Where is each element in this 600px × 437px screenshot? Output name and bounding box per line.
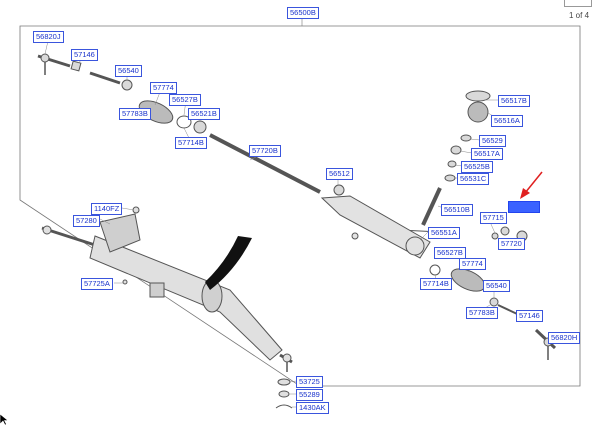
callout-56820H[interactable]: 56820H [548,332,581,344]
callout-57146-right[interactable]: 57146 [516,310,543,322]
lower-steering-gear [41,206,293,409]
assembly-boundary-frame [19,25,581,387]
callout-56540-right[interactable]: 56540 [483,280,510,292]
callout-56517A[interactable]: 56517A [471,148,503,160]
callout-highlighted-part[interactable]: 56531B [508,201,540,213]
callout-57146-left[interactable]: 57146 [71,49,98,61]
callout-57280[interactable]: 57280 [73,215,100,227]
callout-57774-right[interactable]: 57774 [459,258,486,270]
callout-56510B[interactable]: 56510B [441,204,473,216]
callout-56531C[interactable]: 56531C [457,173,490,185]
callout-56516A[interactable]: 56516A [491,115,523,127]
pager-tab [564,0,592,7]
callout-1430AK[interactable]: 1430AK [296,402,329,414]
callout-56551A[interactable]: 56551A [428,227,460,239]
callout-57783B-left[interactable]: 57783B [119,108,151,120]
mouse-cursor-icon [0,414,9,426]
callout-56525B[interactable]: 56525B [461,161,493,173]
callout-56527B-right[interactable]: 56527B [434,247,466,259]
upper-rack-housing [320,195,431,259]
callout-56529[interactable]: 56529 [479,135,506,147]
callout-53725[interactable]: 53725 [296,376,323,388]
callout-55289[interactable]: 55289 [296,389,323,401]
callout-56540-left[interactable]: 56540 [115,65,142,77]
callout-56527B-left[interactable]: 56527B [169,94,201,106]
callout-1140FZ[interactable]: 1140FZ [91,203,123,215]
callout-57715[interactable]: 57715 [480,212,507,224]
callout-56517B[interactable]: 56517B [498,95,530,107]
callout-56521B[interactable]: 56521B [188,108,220,120]
callout-57783B-right[interactable]: 57783B [466,307,498,319]
column-shaft-wedge [205,236,252,290]
callout-57714B-right[interactable]: 57714B [420,278,452,290]
red-pointer-arrow-icon [520,171,543,199]
callout-56500B[interactable]: 56500B [287,7,319,19]
callout-57725A[interactable]: 57725A [81,278,113,290]
upper-exploded-parts [37,53,528,242]
callout-56820J[interactable]: 56820J [33,31,64,43]
callout-57720B[interactable]: 57720B [249,145,281,157]
callout-56512[interactable]: 56512 [326,168,353,180]
callout-57714B-left[interactable]: 57714B [175,137,207,149]
callout-57774-left[interactable]: 57774 [150,82,177,94]
page-indicator: 1 of 4 [569,11,590,20]
callout-57720[interactable]: 57720 [498,238,525,250]
